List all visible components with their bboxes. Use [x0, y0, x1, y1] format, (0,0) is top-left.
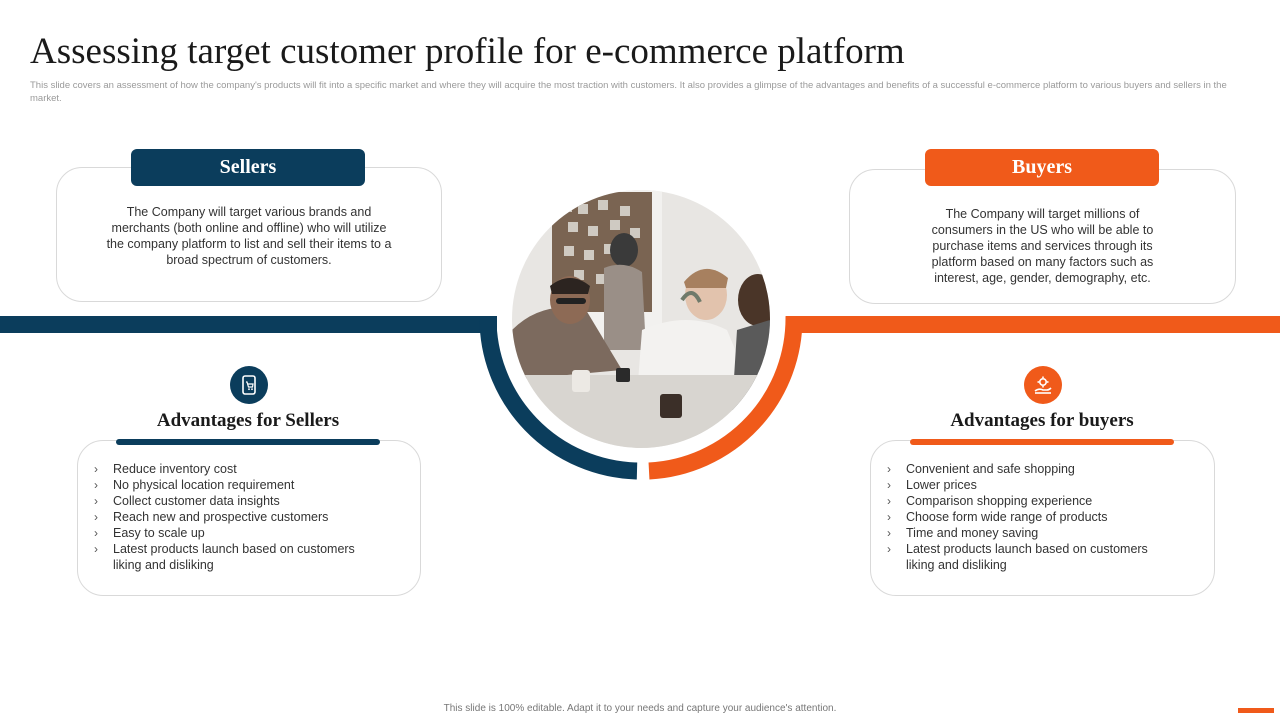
advantages-buyers-title: Advantages for buyers — [950, 410, 1134, 431]
corner-accent — [1238, 708, 1274, 713]
shopping-cart-tablet-icon — [230, 366, 268, 404]
page-title: Assessing target customer profile for e-… — [30, 31, 905, 72]
sellers-card: The Company will target various brands a… — [56, 167, 442, 302]
list-item: Reduce inventory cost — [94, 461, 400, 477]
footer-note: This slide is 100% editable. Adapt it to… — [443, 703, 837, 714]
advantages-sellers-list: Reduce inventory cost No physical locati… — [94, 461, 400, 573]
advantages-sellers-card: Reduce inventory cost No physical locati… — [77, 440, 421, 596]
advantages-buyers-underline — [910, 439, 1174, 445]
photo-ring — [479, 316, 803, 480]
sellers-label: Sellers — [131, 149, 365, 186]
list-item: Easy to scale up — [94, 525, 400, 541]
list-item: Reach new and prospective customers — [94, 509, 400, 525]
sellers-description: The Company will target various brands a… — [106, 205, 392, 267]
buyers-card: The Company will target millions of cons… — [849, 169, 1236, 304]
list-item: Comparison shopping experience — [887, 493, 1194, 509]
right-connector-bar — [786, 316, 1280, 333]
left-connector-bar — [0, 316, 497, 333]
advantages-sellers-underline — [116, 439, 380, 445]
list-item: Lower prices — [887, 477, 1194, 493]
list-item: Latest products launch based on customer… — [887, 541, 1167, 573]
hand-with-gear-icon — [1024, 366, 1062, 404]
list-item: Convenient and safe shopping — [887, 461, 1194, 477]
list-item: Latest products launch based on customer… — [94, 541, 374, 573]
advantages-sellers-title: Advantages for Sellers — [156, 410, 340, 431]
list-item: Time and money saving — [887, 525, 1194, 541]
buyers-label: Buyers — [925, 149, 1159, 186]
meeting-photo — [512, 190, 770, 448]
advantages-buyers-list: Convenient and safe shopping Lower price… — [887, 461, 1194, 573]
advantages-buyers-card: Convenient and safe shopping Lower price… — [870, 440, 1215, 596]
buyers-description: The Company will target millions of cons… — [931, 207, 1154, 285]
list-item: Collect customer data insights — [94, 493, 400, 509]
list-item: No physical location requirement — [94, 477, 400, 493]
page-subtitle: This slide covers an assessment of how t… — [30, 80, 1227, 104]
list-item: Choose form wide range of products — [887, 509, 1194, 525]
